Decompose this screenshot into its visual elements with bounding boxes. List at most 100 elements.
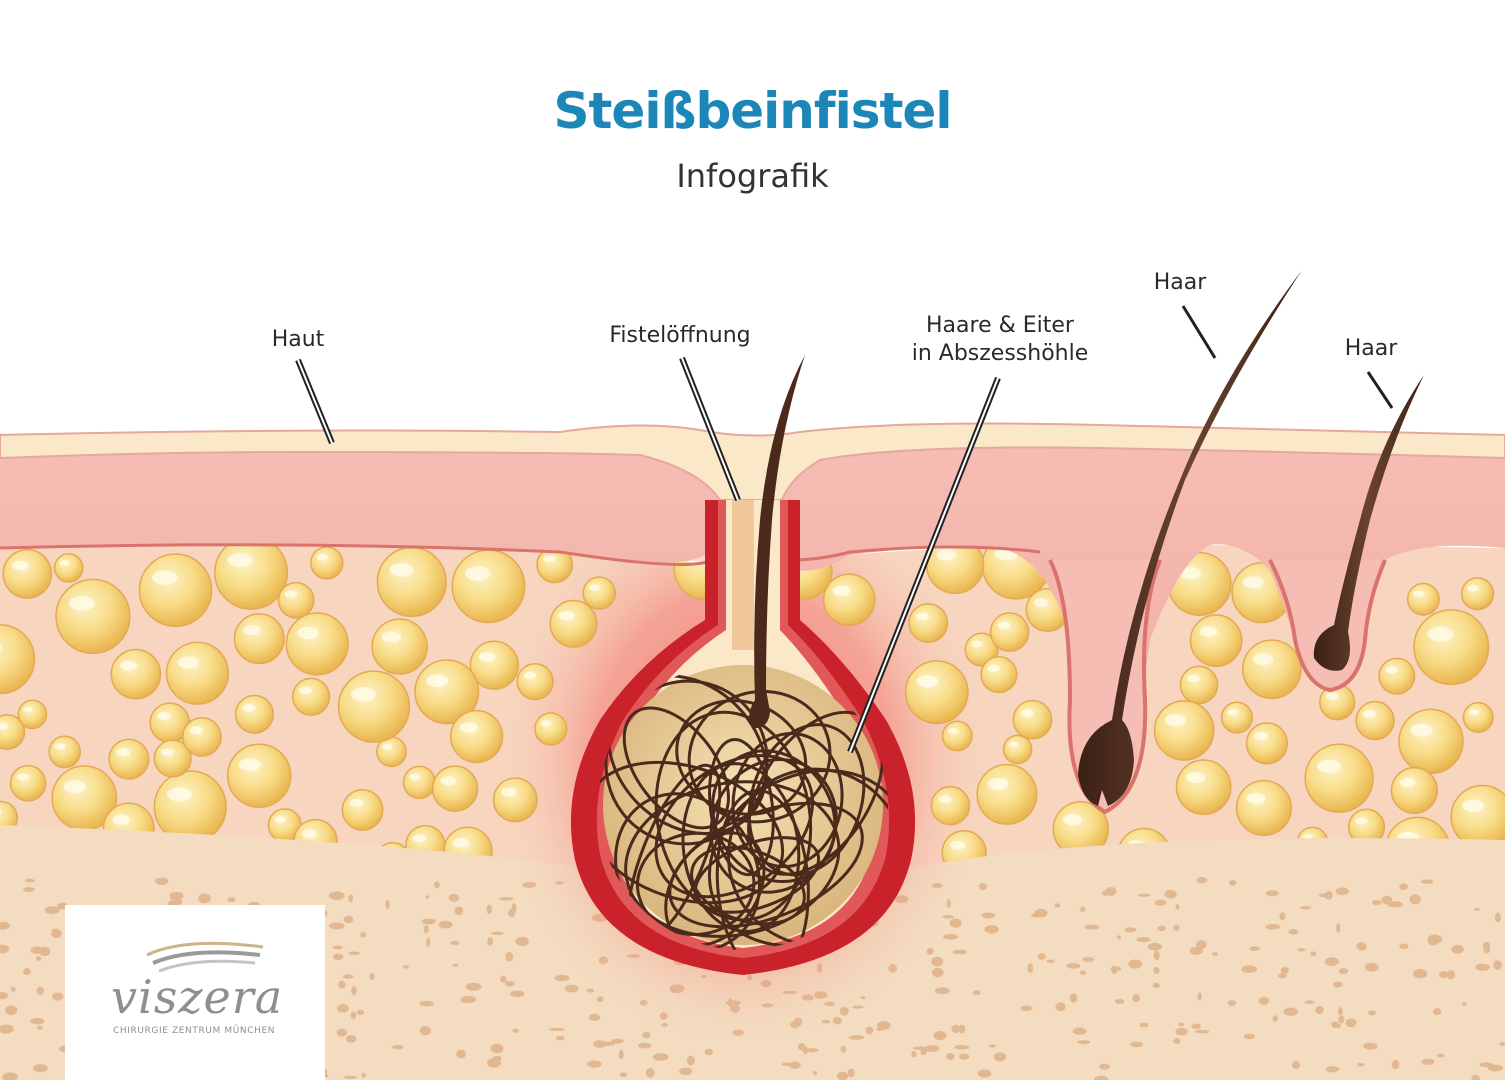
fat-cell	[980, 656, 1018, 694]
bone-pore	[1189, 946, 1203, 955]
bone-pore	[1124, 927, 1137, 933]
fat-cell-highlight	[1164, 714, 1186, 727]
bone-pore	[1137, 893, 1151, 897]
fat-cell-highlight	[1020, 709, 1034, 717]
fat-cell-highlight	[243, 624, 261, 635]
bone-pore	[433, 881, 440, 889]
fat-cell	[2, 548, 53, 599]
bone-pore	[505, 980, 515, 987]
fat-cell-highlight	[915, 612, 930, 621]
fat-cell-highlight	[543, 555, 556, 563]
bone-pore	[0, 944, 10, 954]
bone-pore	[1338, 1015, 1345, 1024]
fat-cell	[1189, 614, 1243, 667]
fat-cell	[449, 709, 504, 764]
bone-pore	[1152, 982, 1161, 989]
fat-cell	[310, 546, 344, 580]
bone-pore	[490, 1043, 504, 1054]
fat-cell	[1460, 577, 1495, 611]
bone-pore	[343, 915, 354, 924]
leader-hair-large	[1181, 305, 1217, 359]
bone-pore	[1439, 971, 1448, 979]
fat-cell-highlight	[238, 758, 261, 771]
bone-pore	[36, 1025, 43, 1030]
fat-cell-highlight	[381, 743, 393, 750]
hair-large	[1078, 270, 1302, 806]
bone-pore	[1482, 941, 1491, 949]
fat-cell	[277, 581, 315, 619]
bone-pore	[946, 1053, 955, 1061]
bone-pore	[1325, 1067, 1340, 1071]
bone-pore	[347, 951, 360, 955]
fat-cell-highlight	[1317, 759, 1341, 774]
fat-cell-highlight	[1462, 799, 1484, 813]
fat-cell	[1012, 699, 1053, 740]
bone-pore	[487, 937, 494, 946]
bone-pore	[1277, 973, 1287, 979]
leader-hair-small	[1366, 371, 1394, 409]
bone-pore	[23, 968, 31, 975]
fat-cell	[1235, 779, 1292, 837]
fat-cell	[1355, 700, 1395, 741]
bone-pore	[1499, 1041, 1505, 1046]
fat-cell	[908, 603, 949, 643]
bone-pore	[1110, 966, 1122, 971]
hair-small	[1313, 375, 1424, 671]
bone-pore	[959, 1053, 970, 1060]
fat-cell	[0, 624, 36, 695]
bone-pore	[1114, 998, 1125, 1004]
logo-swoosh-icon	[146, 941, 264, 973]
fat-cell-highlight	[970, 640, 983, 648]
bone-pore	[984, 924, 999, 934]
bone-pore	[1451, 944, 1464, 954]
bone-pore	[1493, 960, 1502, 970]
fat-cell-highlight	[1427, 626, 1454, 642]
fat-cell-highlight	[63, 780, 86, 794]
bone-pore	[931, 967, 944, 978]
fat-cell-highlight	[1399, 777, 1416, 788]
bone-pore	[972, 990, 981, 996]
fat-cell-highlight	[189, 726, 203, 734]
fat-cell	[534, 712, 568, 746]
bone-pore	[1421, 879, 1434, 884]
bone-pore	[1197, 992, 1202, 1001]
tangled-hair-strand	[687, 689, 832, 824]
fat-cell	[0, 714, 26, 750]
bone-pore	[512, 1028, 519, 1033]
fat-cell	[582, 576, 617, 610]
bone-pore	[949, 918, 962, 928]
bone-pore	[345, 1035, 357, 1043]
bone-pore	[1249, 946, 1261, 952]
fat-cell-highlight	[558, 610, 575, 621]
bone-pore	[419, 1026, 432, 1036]
bone-pore	[1475, 963, 1491, 971]
fat-cell-highlight	[997, 621, 1011, 630]
label-abscess: Haare & Eiter in Abszesshöhle	[911, 313, 1089, 366]
bone-pore	[645, 1067, 655, 1078]
bone-pore	[1178, 1022, 1185, 1027]
bone-pore	[1227, 1000, 1237, 1006]
dermis-border	[0, 543, 713, 566]
fat-cell	[1179, 665, 1219, 705]
bone-pore	[1102, 890, 1109, 897]
bone-pore	[952, 949, 968, 955]
bone-pore	[385, 899, 390, 910]
fat-cell	[17, 699, 48, 730]
bone-pore	[1356, 942, 1367, 951]
bone-pore	[465, 982, 482, 991]
fat-cell-highlight	[16, 773, 29, 781]
bone-pore	[450, 940, 460, 946]
fat-cell-highlight	[1226, 709, 1238, 716]
bone-pore	[452, 963, 459, 967]
fat-cell-highlight	[1325, 692, 1339, 700]
fat-cell-highlight	[1185, 772, 1205, 784]
bone-pore	[1072, 1027, 1087, 1035]
leader-fistula-opening	[679, 356, 741, 502]
bone-pore	[1243, 1033, 1256, 1040]
bone-pore	[1318, 893, 1332, 898]
bone-pore	[933, 1031, 947, 1041]
bone-pore	[1173, 1038, 1181, 1045]
fat-cell	[371, 618, 428, 675]
fat-cell	[1462, 701, 1494, 733]
bone-pore	[419, 1000, 434, 1007]
